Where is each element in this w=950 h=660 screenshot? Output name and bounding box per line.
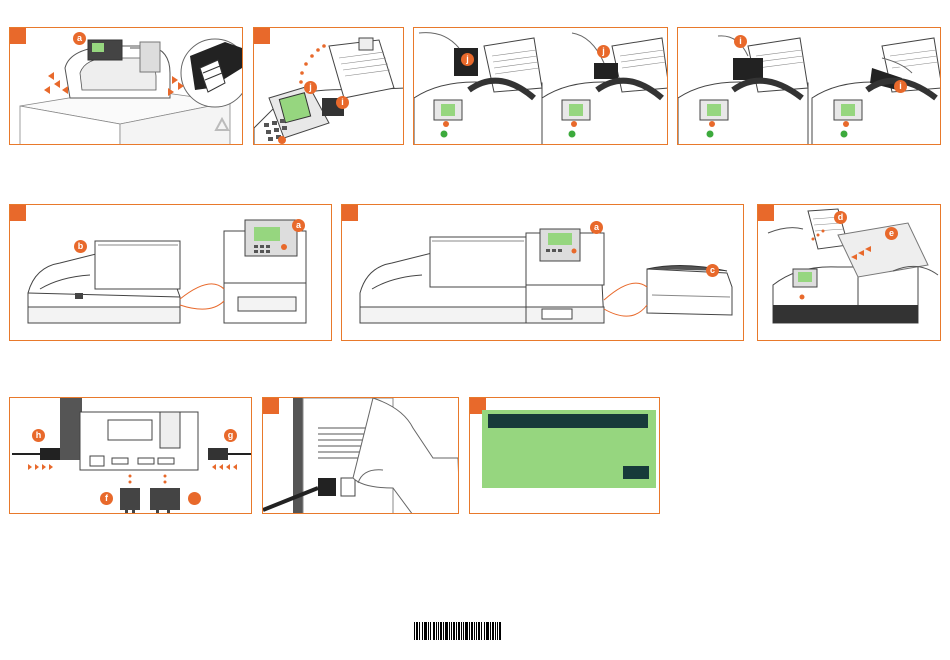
install-cartridge-illustration	[414, 28, 668, 145]
step-open-cover-panel: j i	[253, 27, 404, 145]
callout-i: i	[336, 96, 349, 109]
step-display-panel	[469, 397, 660, 514]
open-cover-illustration	[254, 28, 404, 145]
callout-b: b	[74, 240, 87, 253]
attach-stacker-illustration	[342, 205, 744, 341]
power-plug-icon	[12, 448, 60, 460]
lcd-title-bar	[488, 414, 648, 428]
power-switch-illustration	[263, 398, 459, 514]
callout-f: f	[100, 492, 113, 505]
callout-e: e	[885, 227, 898, 240]
step-lock-cartridge-panel: i i	[677, 27, 941, 145]
callout-h: h	[32, 429, 45, 442]
callout-j: j	[597, 45, 610, 58]
callout-g: g	[224, 429, 237, 442]
callout-i: i	[894, 80, 907, 93]
step-insert-tray-panel: d e	[757, 204, 941, 341]
callout-unlabeled	[188, 492, 201, 505]
callout-a: a	[292, 219, 305, 232]
step-install-cartridge-panel: j j	[413, 27, 668, 145]
serial-connector-icon	[120, 488, 180, 514]
callout-i: i	[734, 35, 747, 48]
callout-c: c	[706, 264, 719, 277]
step-unpack-panel: a	[9, 27, 243, 145]
unpack-illustration	[10, 28, 243, 145]
insert-tray-illustration	[758, 205, 941, 341]
callout-a: a	[590, 221, 603, 234]
step-power-switch-panel	[262, 397, 459, 514]
connect-feeder-illustration	[10, 205, 332, 341]
callout-j: j	[461, 53, 474, 66]
step-attach-stacker-panel: a c	[341, 204, 744, 341]
barcode-graphic	[414, 622, 502, 640]
lcd-screen	[482, 410, 656, 488]
step-connect-feeder-panel: b a	[9, 204, 332, 341]
lcd-ok-button[interactable]	[623, 466, 649, 479]
callout-a: a	[73, 32, 86, 45]
callout-j: j	[304, 81, 317, 94]
callout-d: d	[834, 211, 847, 224]
step-rear-connections-panel: h g f	[9, 397, 252, 514]
rear-connections-illustration	[10, 398, 252, 514]
